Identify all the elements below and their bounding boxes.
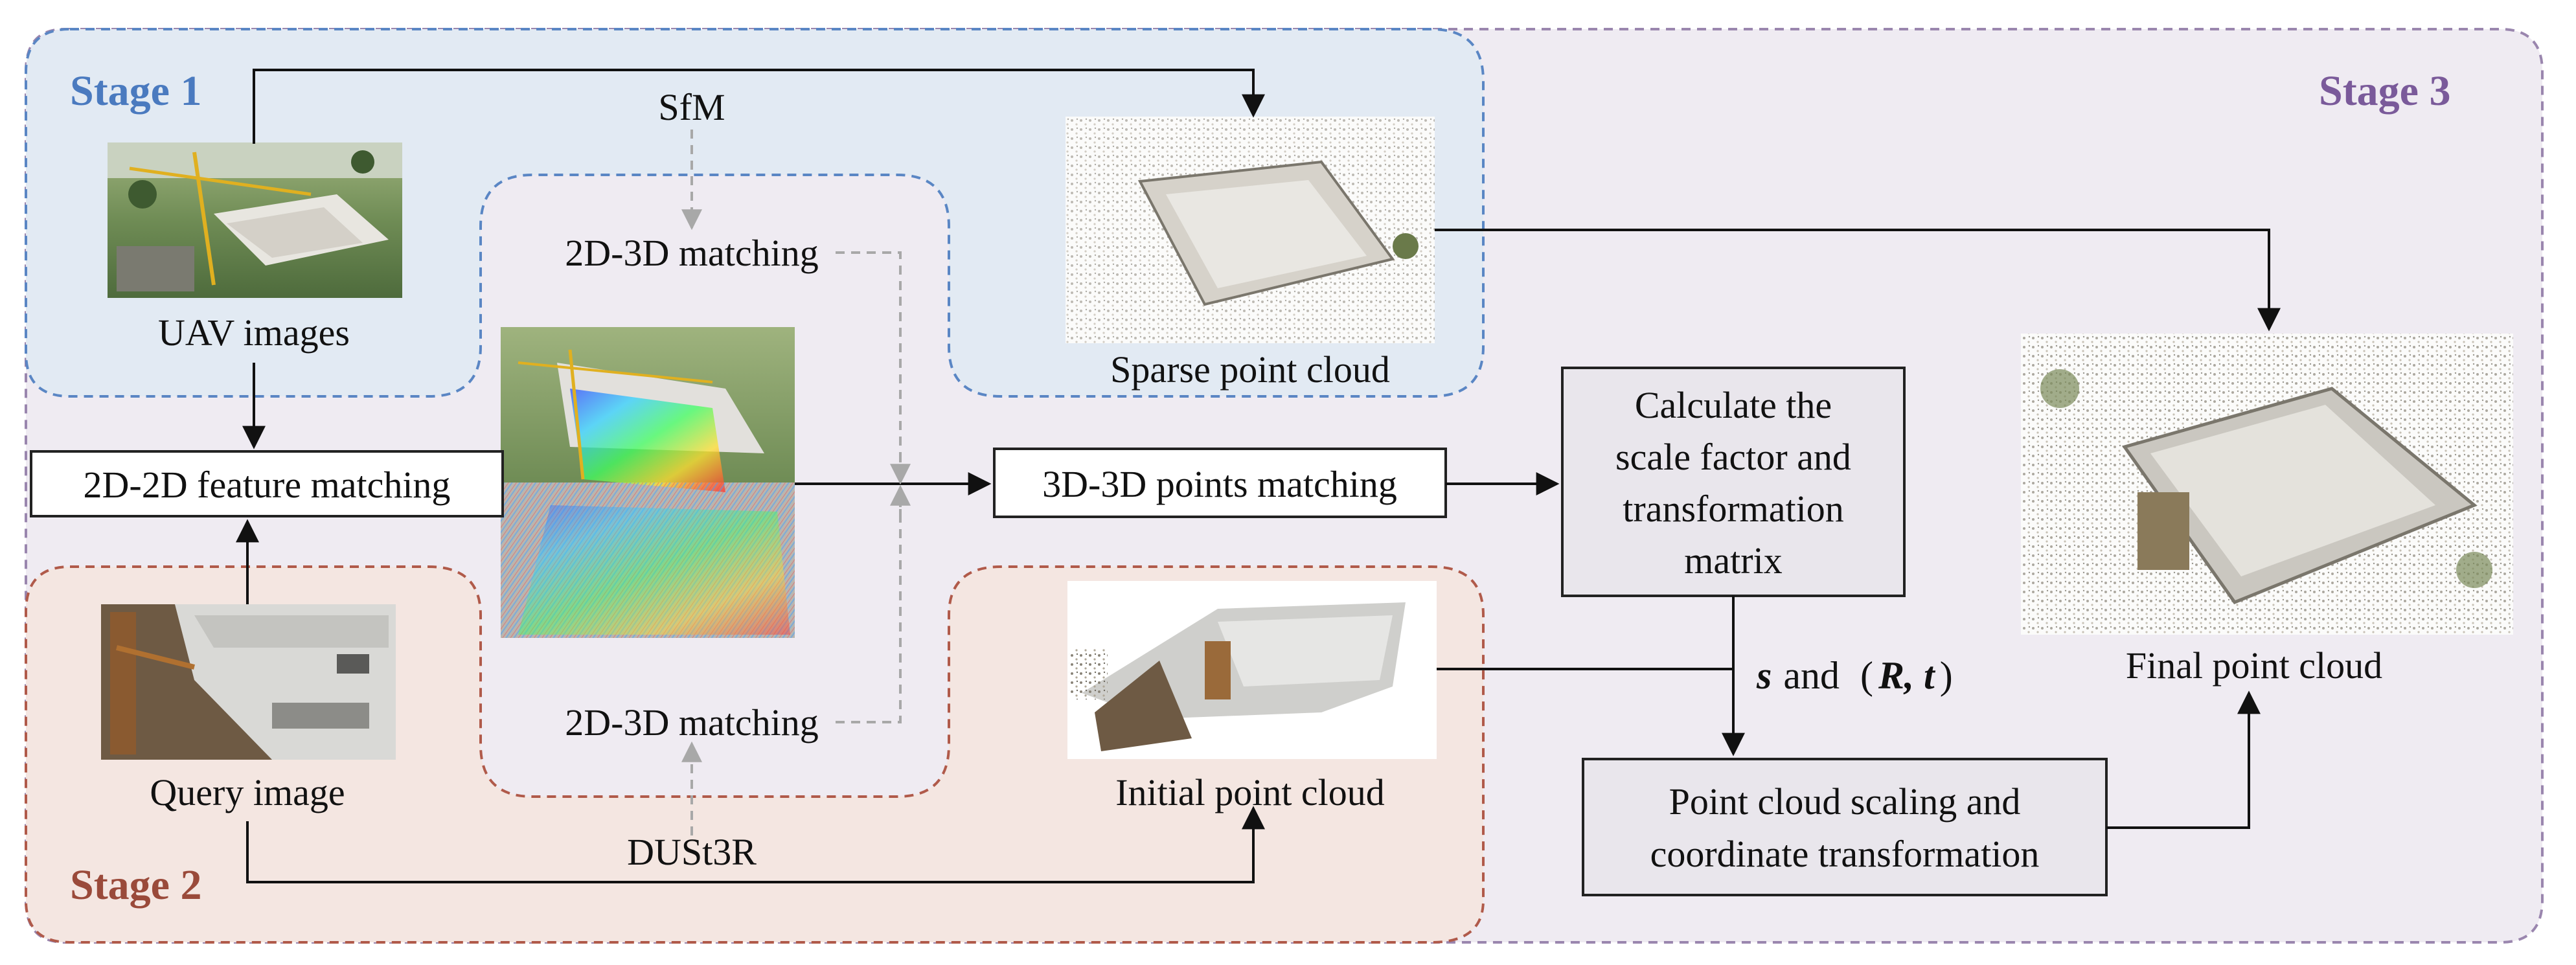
stage-1-label: Stage 1	[70, 67, 201, 115]
point-cloud-transform-line-2: coordinate transformation	[1650, 833, 2040, 875]
line-2d3d-bottom-to-merge	[836, 492, 902, 723]
rt-vars: R, t	[1878, 654, 1936, 697]
scale-transform-label: s and ( R, t )	[1756, 654, 1953, 697]
final-point-cloud-label: Final point cloud	[2126, 644, 2382, 687]
uav-images-label: UAV images	[158, 312, 350, 354]
rt-open: (	[1860, 654, 1873, 697]
calculate-scale-line-2: scale factor and	[1615, 436, 1851, 478]
stage-2-label: Stage 2	[70, 861, 201, 909]
stage-3-label: Stage 3	[2319, 67, 2450, 115]
initial-point-cloud-label: Initial point cloud	[1115, 771, 1385, 813]
sfm-label: SfM	[658, 86, 725, 128]
query-image-photo	[101, 604, 396, 760]
calculate-scale-box: Calculate the scale factor and transform…	[1561, 367, 1906, 597]
dust3r-label: DUSt3R	[627, 831, 757, 873]
points-matching-3d3d-box: 3D-3D points matching	[993, 448, 1447, 518]
feature-matching-2d2d-box: 2D-2D feature matching	[30, 450, 504, 517]
and-word: and	[1783, 654, 1840, 697]
matching-2d3d-bottom-label: 2D-3D matching	[565, 701, 818, 744]
arrow-sparse-to-final	[1435, 229, 2281, 332]
matching-2d3d-top-label: 2D-3D matching	[565, 232, 818, 274]
point-cloud-transform-box: Point cloud scaling and coordinate trans…	[1582, 758, 2108, 896]
points-matching-3d3d-label: 3D-3D points matching	[1042, 463, 1397, 505]
line-2d3d-top-to-merge	[836, 251, 902, 476]
calculate-scale-line-4: matrix	[1684, 539, 1782, 582]
point-cloud-transform-line-1: Point cloud scaling and	[1669, 780, 2021, 823]
scale-var: s	[1756, 654, 1772, 697]
final-point-cloud-render	[2021, 334, 2513, 635]
uav-images-photo	[108, 142, 402, 298]
feature-matching-2d2d-label: 2D-2D feature matching	[84, 464, 451, 506]
arrow-uav-to-sparse	[253, 69, 1265, 144]
rt-close: )	[1940, 654, 1953, 697]
arrow-transform-to-final	[2106, 690, 2261, 829]
sparse-point-cloud-render	[1066, 117, 1435, 343]
initial-point-cloud-render	[1067, 581, 1437, 759]
calculate-scale-line-1: Calculate the	[1635, 384, 1832, 426]
arrow-query-to-initial	[246, 806, 1265, 883]
query-image-label: Query image	[150, 771, 345, 813]
sparse-point-cloud-label: Sparse point cloud	[1110, 348, 1390, 391]
calculate-scale-line-3: transformation	[1623, 488, 1843, 530]
feature-matching-visualization	[501, 327, 795, 638]
